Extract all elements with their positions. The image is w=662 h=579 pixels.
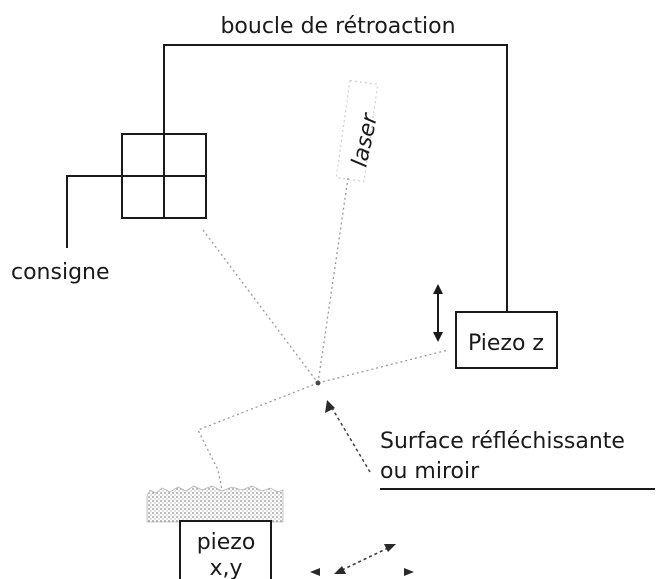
laser-label: laser	[347, 110, 383, 170]
setpoint-label: consigne	[11, 260, 110, 285]
sample-surface	[146, 485, 284, 523]
feedback-loop-label: boucle de rétroaction	[220, 14, 455, 39]
piezo-xy-label-line2: x,y	[209, 556, 242, 579]
feedback-loop-wire	[163, 44, 508, 312]
cantilever	[197, 382, 319, 491]
laser-source: laser	[335, 79, 383, 183]
xy-motion-arrows-icon	[310, 544, 414, 576]
piezo-z-box	[455, 311, 558, 369]
surface-pointer-arrow-icon	[325, 400, 371, 473]
z-motion-arrow-icon	[433, 284, 443, 342]
setpoint-wire	[66, 175, 122, 248]
surface-label-line1: Surface réfléchissante	[380, 429, 625, 454]
laser-beams	[197, 177, 449, 491]
surface-label-line2: ou miroir	[380, 459, 480, 484]
beam-to-mirror	[317, 349, 449, 384]
piezo-xy-label-line1: piezo	[197, 530, 256, 555]
incident-beam-to-detector	[202, 229, 319, 384]
piezo-z-label: Piezo z	[468, 331, 544, 356]
beam-from-source	[317, 177, 349, 384]
quadrant-photodiode-icon	[121, 133, 207, 219]
piezo-xy-box	[179, 520, 272, 579]
reflection-point	[315, 380, 321, 386]
